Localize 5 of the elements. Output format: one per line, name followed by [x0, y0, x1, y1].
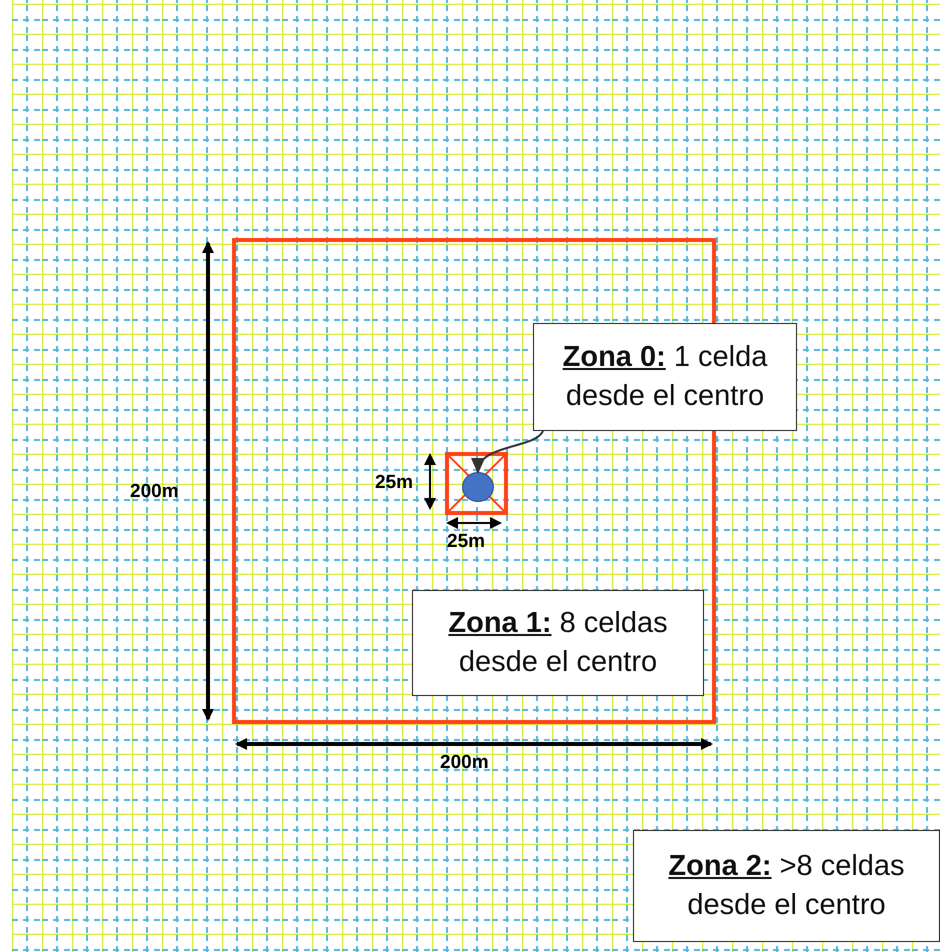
leader-arrow	[474, 430, 544, 474]
zone-label-box: Zona 0: 1 celda desde el centro	[533, 323, 797, 431]
grid-cell-square	[445, 452, 508, 515]
zone-label-box: Zona 1: 8 celdas desde el centro	[412, 590, 704, 696]
zone-label-box: Zona 2: >8 celdas desde el centro	[633, 830, 940, 942]
